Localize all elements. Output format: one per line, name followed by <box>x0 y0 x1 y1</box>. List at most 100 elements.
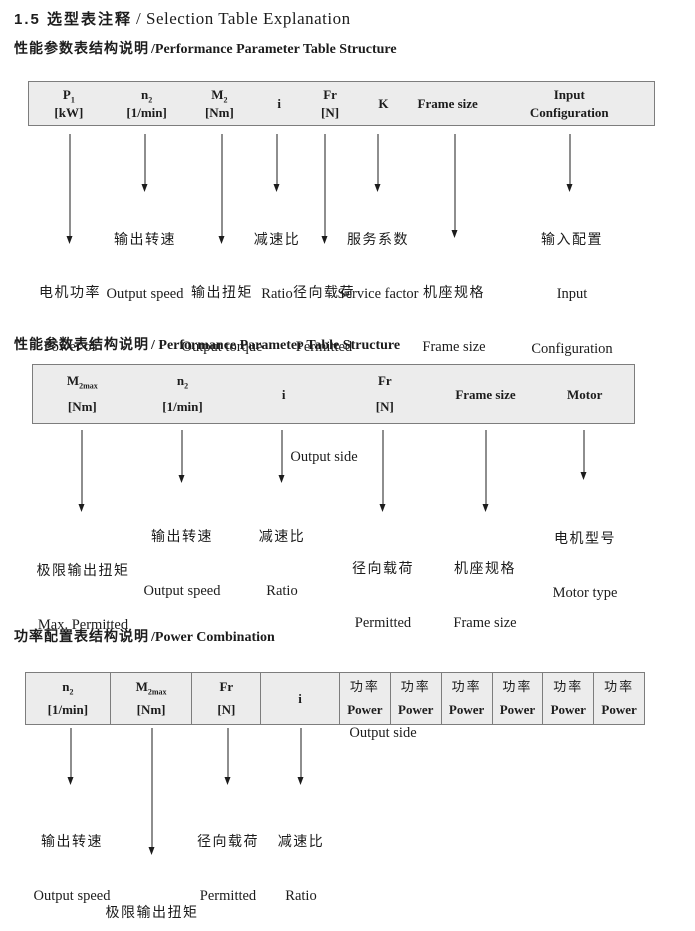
table3-header-cell-power-1: 功率 Power <box>340 673 391 724</box>
power-zh: 功率 <box>400 679 431 694</box>
arrow-s1-frame-size <box>451 134 460 238</box>
m2max-unit: [Nm] <box>67 399 97 415</box>
label-line: Output side <box>349 725 417 741</box>
i-symbol: i <box>298 690 302 706</box>
arrow-s2-m2max <box>78 430 87 512</box>
n2-symbol: n2 <box>141 87 153 105</box>
table3-header-cell-power-2: 功率 Power <box>391 673 442 724</box>
label-line: 输出转速 <box>150 528 213 544</box>
arrow-s1-n2 <box>141 134 150 192</box>
power-zh: 功率 <box>451 679 482 694</box>
label-s1-n2: 输出转速 Output speed <box>107 193 184 340</box>
table1-header-cell-n2: n2 [1/min] <box>109 82 185 125</box>
section1-heading-en: /Performance Parameter Table Structure <box>151 42 397 57</box>
section2-heading-zh: 性能参数表结构说明 <box>14 336 149 352</box>
label-line: Output torque <box>181 339 263 355</box>
arrow-s3-n2 <box>67 728 76 785</box>
label-s2-motor: 电机型号 Motor type <box>553 492 618 639</box>
label-line: Frame size <box>453 615 517 631</box>
n2-symbol: n2 <box>62 679 74 697</box>
label-line: 极限输出扭矩 <box>105 904 199 920</box>
label-line: Configuration <box>531 341 613 357</box>
table3-header-cell-n2: n2 [1/min] <box>26 673 111 724</box>
n2-symbol: n2 <box>176 373 189 391</box>
fr-symbol: Fr <box>219 679 234 694</box>
power-en: Power <box>398 702 434 718</box>
n2-unit: [1/min] <box>126 105 167 121</box>
m2max-symbol: M2max <box>135 679 167 697</box>
label-line: 径向载荷 <box>292 284 355 300</box>
table3-header-cell-fr: Fr [N] <box>192 673 262 724</box>
page-title: 1.5 选型表注释/ Selection Table Explanation <box>14 8 351 29</box>
label-line: 极限输出扭矩 <box>36 562 130 578</box>
power-zh: 功率 <box>502 679 533 694</box>
table2-header-cell-m2max: M2max [Nm] <box>33 365 132 423</box>
fr-symbol: Fr <box>377 373 392 388</box>
label-line: Ratio <box>261 286 293 302</box>
label-line: 减速比 <box>277 833 325 849</box>
table2-header-cell-fr: Fr [N] <box>334 365 436 423</box>
label-line: Permitted <box>199 888 257 904</box>
label-line: 服务系数 <box>346 231 409 247</box>
table2-header-cell-motor: Motor <box>535 365 634 423</box>
table1-header-cell-input-configuration: Input Configuration <box>485 82 654 125</box>
label-line: Ratio <box>266 583 298 599</box>
m2-unit: [Nm] <box>204 105 234 121</box>
arrow-s1-k <box>374 134 383 192</box>
p1-subscript: 1 <box>70 95 75 105</box>
m2-symbol: M2 <box>211 87 228 105</box>
section3-heading-zh: 功率配置表结构说明 <box>14 628 149 644</box>
fr-unit: [N] <box>321 105 340 121</box>
i-symbol: i <box>281 386 286 402</box>
i-symbol: i <box>277 96 282 112</box>
label-s1-frame-size: 机座规格 Frame size <box>422 246 485 393</box>
arrow-s2-fr <box>379 430 388 512</box>
label-line: 电机型号 <box>554 530 616 546</box>
section2-heading-en: / Performance Parameter Table Structure <box>151 338 401 353</box>
label-s3-n2: 输出转速 Output speed <box>34 795 111 931</box>
n2-unit: [1/min] <box>47 702 89 718</box>
n2-subscript: 2 <box>69 687 74 697</box>
performance-table-1: P1 [kW] n2 [1/min] M2 [Nm] i Fr [N] K Fr… <box>28 81 655 126</box>
table2-header-cell-n2: n2 [1/min] <box>132 365 234 423</box>
label-line: Output speed <box>106 286 184 302</box>
label-line: Permitted <box>354 615 412 631</box>
label-line: 机座规格 <box>423 284 485 300</box>
section2-heading: 性能参数表结构说明/ Performance Parameter Table S… <box>14 334 400 354</box>
motor-label: Motor <box>566 386 603 402</box>
label-s2-i: 减速比 Ratio <box>259 490 306 637</box>
label-line: Output side <box>290 449 358 465</box>
label-s3-i: 减速比 Ratio <box>278 795 325 931</box>
power-en: Power <box>550 702 586 718</box>
m2max-subscript: 2max <box>79 381 98 391</box>
n2-unit: [1/min] <box>162 399 203 415</box>
table3-header-cell-m2max: M2max [Nm] <box>111 673 193 724</box>
label-s3-m2max: 极限输出扭矩 Max. Permitted Output torque <box>106 866 199 931</box>
power-combination-table: n2 [1/min] M2max [Nm] Fr [N] i 功率 Power … <box>25 672 645 725</box>
power-zh: 功率 <box>349 679 380 694</box>
table1-header-cell-m2: M2 [Nm] <box>185 82 255 125</box>
arrow-s3-fr <box>224 728 233 785</box>
arrow-s1-m2 <box>218 134 227 244</box>
label-line: 径向载荷 <box>196 833 259 849</box>
table2-header-cell-i: i <box>233 365 334 423</box>
p1-unit: [kW] <box>54 105 84 121</box>
label-line: Frame size <box>422 339 486 355</box>
m2max-symbol: M2max <box>66 373 98 391</box>
table3-header-cell-power-3: 功率 Power <box>442 673 493 724</box>
input-line2: Configuration <box>529 105 609 121</box>
label-line: 输出扭矩 <box>190 284 253 300</box>
arrow-s1-i <box>273 134 282 192</box>
table1-header-cell-i: i <box>254 82 304 125</box>
label-line: 减速比 <box>253 231 301 247</box>
table1-header-cell-fr: Fr [N] <box>304 82 356 125</box>
arrow-s2-frame-size <box>482 430 491 512</box>
section1-heading: 性能参数表结构说明/Performance Parameter Table St… <box>14 38 397 58</box>
power-en: Power <box>499 702 536 718</box>
arrow-s1-input <box>566 134 575 192</box>
label-s2-fr: 径向载荷 Permitted Overhung load Output side <box>340 522 427 779</box>
label-s1-input-configuration: 输入配置 Input Configuration <box>531 193 612 395</box>
table1-header-cell-p1: P1 [kW] <box>29 82 109 125</box>
n2-subscript: 2 <box>148 95 153 105</box>
